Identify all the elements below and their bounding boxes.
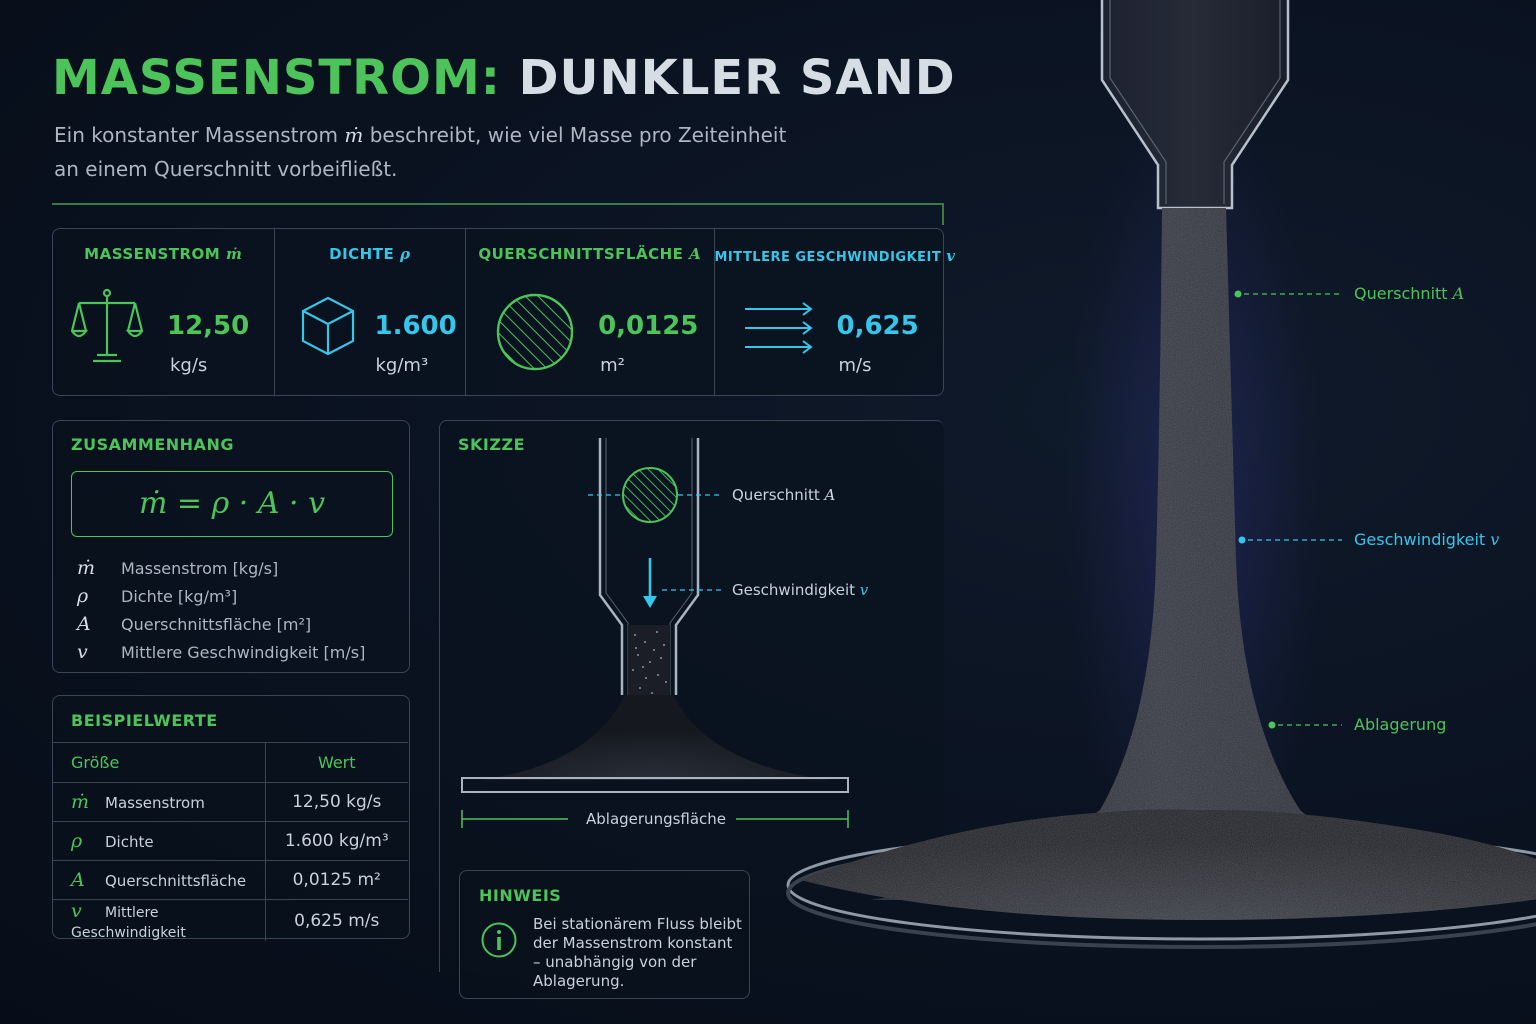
example-values-title: BEISPIELWERTE: [71, 711, 218, 730]
table-header: Größe: [53, 742, 265, 783]
sketch-label-ablagerungsflaeche: Ablagerungsfläche: [586, 810, 727, 828]
metric-unit: m/s: [838, 355, 872, 376]
metrics-panel: MASSENSTROM ṁ 12,50 kg/s DICHTE ρ 1.600 …: [52, 228, 956, 396]
cube-icon: [301, 296, 354, 356]
title-part-2: DUNKLER SAND: [518, 50, 956, 106]
illustration-label-querschnitt: Querschnitt A: [1354, 284, 1465, 303]
subtitle-text: Ein konstanter Massenstrom: [54, 123, 339, 147]
divider: [52, 203, 944, 225]
scale-icon: [71, 288, 143, 363]
note-title: HINWEIS: [479, 886, 562, 905]
arrows-right-icon: [744, 302, 813, 354]
subtitle: Ein konstanter Massenstrom ṁ beschreibt,…: [54, 118, 814, 186]
metric-unit: m²: [600, 355, 625, 376]
subtitle-text: an einem Querschnitt vorbeifließt.: [54, 157, 398, 181]
sand-grains: [632, 631, 667, 694]
sketch-label-querschnitt: Querschnitt A: [732, 486, 836, 504]
note-text: Bei stationärem Fluss bleibt der Massens…: [533, 915, 742, 990]
metric-velocity: MITTLERE GESCHWINDIGKEIT v 0,625 m/s: [714, 229, 956, 395]
metric-label: QUERSCHNITTSFLÄCHE A: [478, 245, 702, 263]
metric-value: 0,625: [836, 311, 919, 341]
info-icon: [481, 922, 517, 958]
relationship-title: ZUSAMMENHANG: [71, 435, 234, 454]
sketch-label-geschwindigkeit: Geschwindigkeit v: [732, 581, 869, 599]
hatched-circle-icon: [496, 293, 574, 371]
illustration-label-geschwindigkeit: Geschwindigkeit v: [1354, 530, 1500, 549]
metric-mass-flow: MASSENSTROM ṁ 12,50 kg/s: [53, 229, 275, 395]
sketch-title: SKIZZE: [458, 435, 526, 454]
sand-flow-illustration: [786, 0, 1536, 949]
table-header: Wert: [264, 742, 408, 783]
metric-unit: kg/m³: [375, 355, 429, 376]
metric-value: 0,0125: [598, 311, 699, 341]
subtitle-text: beschreibt, wie viel Masse pro Zeiteinhe…: [369, 123, 787, 147]
sketch-diagram: [461, 438, 849, 828]
page-title: MASSENSTROM: DUNKLER SAND: [52, 50, 956, 106]
metric-unit: kg/s: [170, 355, 208, 376]
table-header-row: Größe Wert: [53, 742, 408, 783]
formula: ṁ = ρ · A · v: [71, 471, 393, 537]
mass-flow-symbol: ṁ: [344, 123, 364, 147]
metric-value: 1.600: [374, 311, 457, 341]
note-panel: HINWEIS Bei stationärem Fluss bleibt der…: [459, 870, 750, 999]
metric-label: MASSENSTROM ṁ: [84, 245, 243, 263]
metric-label: DICHTE ρ: [329, 245, 411, 263]
title-part-1: MASSENSTROM:: [52, 50, 501, 106]
illustration-label-ablagerung: Ablagerung: [1354, 715, 1447, 734]
metric-density: DICHTE ρ 1.600 kg/m³: [275, 229, 467, 395]
metric-cross-section: QUERSCHNITTSFLÄCHE A 0,0125 m²: [466, 229, 715, 395]
metric-label: MITTLERE GESCHWINDIGKEIT v: [714, 247, 956, 265]
metric-value: 12,50: [167, 311, 250, 341]
